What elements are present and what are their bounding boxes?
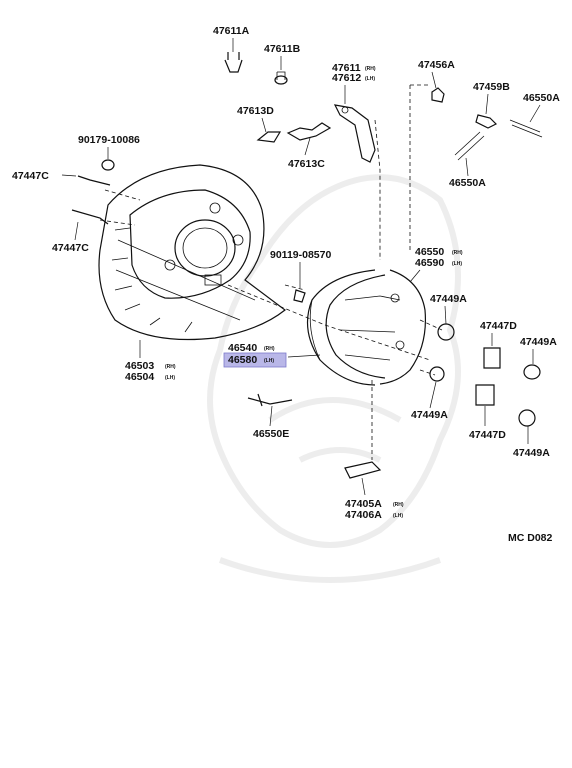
guide-lines xyxy=(99,84,443,460)
label-47449A-3[interactable]: 47449A xyxy=(411,409,448,421)
label-47613C[interactable]: 47613C xyxy=(288,158,325,170)
label-47447C-bottom[interactable]: 47447C xyxy=(52,242,89,254)
label-47405A-side: (RH) xyxy=(393,502,404,508)
label-47459B[interactable]: 47459B xyxy=(473,81,510,93)
label-46550E[interactable]: 46550E xyxy=(253,428,289,440)
label-46540[interactable]: 46540 xyxy=(228,342,257,354)
label-46503-side: (RH) xyxy=(165,364,176,370)
label-46550[interactable]: 46550 xyxy=(415,246,444,258)
label-47611B[interactable]: 47611B xyxy=(264,43,301,55)
label-47613D[interactable]: 47613D xyxy=(237,105,274,117)
label-47447D-2[interactable]: 47447D xyxy=(469,429,506,441)
label-47405A[interactable]: 47405A xyxy=(345,498,382,510)
backing-plate-drawing xyxy=(98,164,286,358)
label-47406A-side: (LH) xyxy=(393,513,403,519)
diagram-code: MC D082 xyxy=(508,532,553,544)
brake-shoe-drawing xyxy=(227,269,431,386)
label-90179-10086[interactable]: 90179-10086 xyxy=(78,134,140,146)
label-46590-side: (LH) xyxy=(452,261,462,267)
label-47456A[interactable]: 47456A xyxy=(418,59,455,71)
label-47611-side: (RH) xyxy=(365,66,376,72)
watermark-logo xyxy=(207,174,461,583)
label-46590[interactable]: 46590 xyxy=(415,257,444,269)
leader-lines xyxy=(61,38,541,496)
label-46580[interactable]: 46580 xyxy=(228,354,257,366)
label-46540-side: (RH) xyxy=(264,346,275,352)
component-drawings xyxy=(71,52,543,479)
label-47447D-1[interactable]: 47447D xyxy=(480,320,517,332)
label-46550A-top[interactable]: 46550A xyxy=(523,92,560,104)
label-47449A-1[interactable]: 47449A xyxy=(430,293,467,305)
label-47611[interactable]: 47611 xyxy=(332,62,361,74)
label-47406A[interactable]: 47406A xyxy=(345,509,382,521)
label-47612[interactable]: 47612 xyxy=(332,72,361,84)
label-46550A-mid[interactable]: 46550A xyxy=(449,177,486,189)
label-90119-08570[interactable]: 90119-08570 xyxy=(270,249,331,261)
label-47611A[interactable]: 47611A xyxy=(213,25,250,37)
label-46504[interactable]: 46504 xyxy=(125,371,154,383)
label-47612-side: (LH) xyxy=(365,76,375,82)
label-47449A-2[interactable]: 47449A xyxy=(520,336,557,348)
part-labels: 47611A 47611B 47611 (RH) 47612 (LH) 4745… xyxy=(12,25,560,544)
label-46504-side: (LH) xyxy=(165,375,175,381)
label-47449A-4[interactable]: 47449A xyxy=(513,447,550,459)
label-46580-side: (LH) xyxy=(264,358,274,364)
label-46503[interactable]: 46503 xyxy=(125,360,154,372)
label-47447C-top[interactable]: 47447C xyxy=(12,170,49,182)
highlight-46580 xyxy=(223,352,287,368)
label-46550-side: (RH) xyxy=(452,250,463,256)
